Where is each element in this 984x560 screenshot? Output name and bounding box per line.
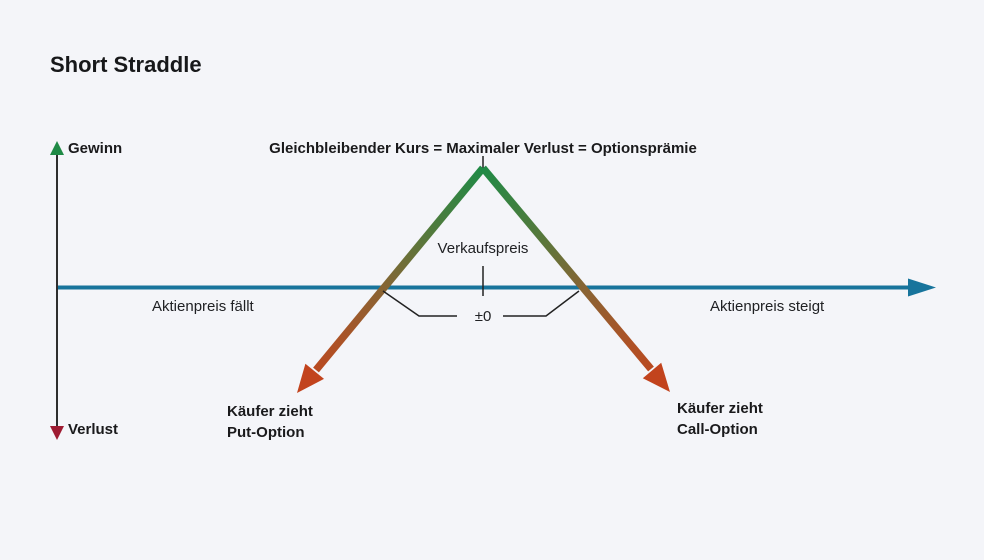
loss-arrowhead-icon	[50, 426, 64, 440]
put-loss-arrowhead-icon	[297, 363, 324, 393]
stock-price-falls-label: Aktienpreis fällt	[152, 298, 254, 315]
loss-axis-label: Verlust	[68, 421, 119, 438]
horizontal-axis-arrowhead-icon	[908, 278, 936, 297]
breakeven-label: ±0	[474, 308, 492, 325]
max-loss-header-label: Gleichbleibender Kurs = Maximaler Verlus…	[269, 140, 697, 157]
call-option-annotation: Käufer zieht Call-Option	[677, 398, 763, 440]
call-option-annotation-line2: Call-Option	[677, 421, 758, 438]
call-loss-arrowhead-icon	[642, 362, 670, 392]
put-option-annotation-line2: Put-Option	[227, 424, 305, 441]
put-option-annotation: Käufer zieht Put-Option	[227, 401, 313, 443]
strike-price-label: Verkaufspreis	[437, 240, 529, 257]
stock-price-rises-label: Aktienpreis steigt	[710, 298, 825, 315]
breakeven-bracket-left	[382, 290, 457, 317]
call-option-annotation-line1: Käufer zieht	[677, 400, 763, 417]
profit-axis-label: Gewinn	[68, 140, 123, 157]
profit-arrowhead-icon	[50, 141, 64, 155]
breakeven-bracket-right	[503, 290, 580, 317]
payoff-right-leg	[480, 165, 654, 372]
page-title: Short Straddle	[50, 52, 202, 77]
put-option-annotation-line1: Käufer zieht	[227, 403, 313, 420]
payoff-left-leg	[313, 165, 486, 373]
